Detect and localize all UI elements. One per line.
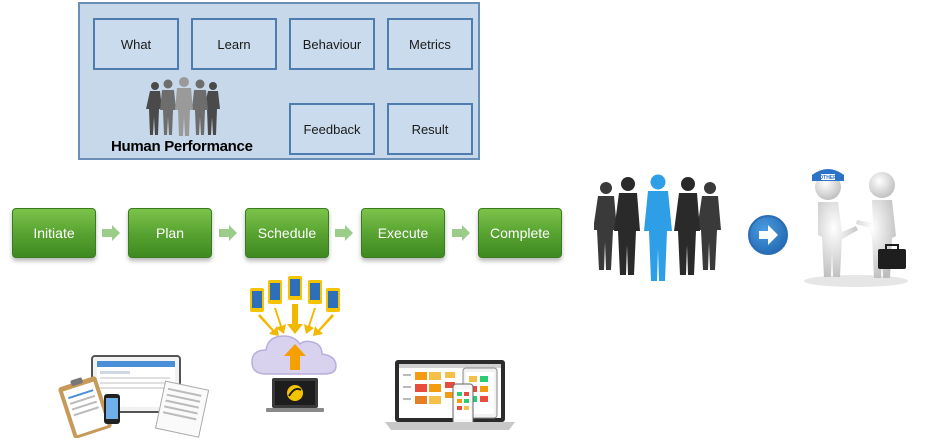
hat-label: OTHER bbox=[819, 175, 837, 181]
hp-box-metrics: Metrics bbox=[387, 18, 473, 70]
step-complete: Complete bbox=[478, 208, 562, 258]
people-group-icon bbox=[146, 77, 220, 136]
chevron-right-icon bbox=[335, 225, 353, 241]
step-schedule: Schedule bbox=[245, 208, 329, 258]
step-plan: Plan bbox=[128, 208, 212, 258]
hp-box-behaviour: Behaviour bbox=[289, 18, 375, 70]
human-performance-panel: What Learn Behaviour Metrics Feedback Re… bbox=[78, 2, 480, 160]
hp-box-feedback: Feedback bbox=[289, 103, 375, 155]
hp-box-learn: Learn bbox=[191, 18, 277, 70]
chevron-right-icon bbox=[452, 225, 470, 241]
next-arrow-icon bbox=[748, 215, 788, 255]
step-execute: Execute bbox=[361, 208, 445, 258]
hp-title: Human Performance bbox=[111, 138, 253, 155]
hp-box-what: What bbox=[93, 18, 179, 70]
dashboard-devices-icon bbox=[385, 360, 515, 430]
chevron-right-icon bbox=[219, 225, 237, 241]
documents-tablet-icon bbox=[58, 355, 210, 438]
cloud-sync-icon bbox=[250, 276, 340, 412]
hp-box-result: Result bbox=[387, 103, 473, 155]
team-silhouette-icon bbox=[594, 174, 721, 281]
handshake-icon: OTHER bbox=[804, 169, 908, 287]
step-initiate: Initiate bbox=[12, 208, 96, 258]
chevron-right-icon bbox=[102, 225, 120, 241]
